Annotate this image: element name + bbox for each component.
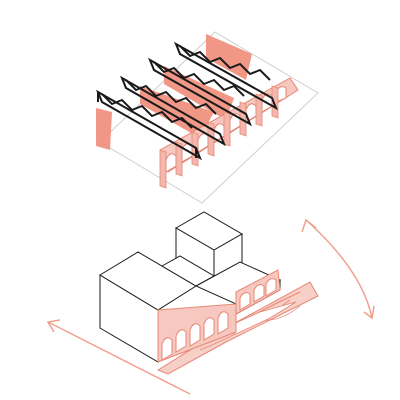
arrow-left [46, 319, 191, 395]
top-arcade-wall [159, 77, 299, 189]
truss-3 [148, 57, 252, 127]
direction-arrows [46, 218, 375, 395]
truss-4 [174, 41, 278, 111]
bottom-arcade [157, 269, 281, 363]
truss-1 [96, 89, 202, 161]
bottom-diagram [46, 211, 375, 395]
top-diagram [96, 31, 319, 204]
top-ground-slab [99, 31, 319, 204]
top-trusses [96, 41, 278, 161]
arrow-right-curve [301, 218, 375, 320]
truss-2 [120, 75, 226, 147]
